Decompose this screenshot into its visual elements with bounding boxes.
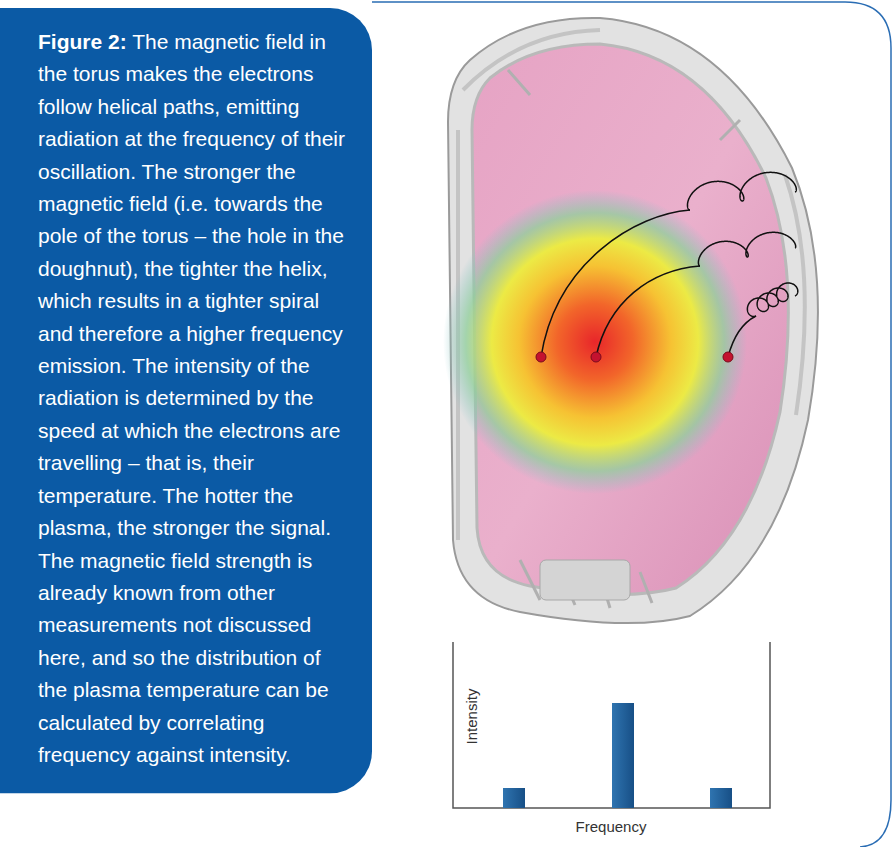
helix [698,232,795,266]
electron [723,352,733,362]
temperature-glow [443,190,747,494]
electron-dots [536,352,733,362]
bar [503,788,525,808]
divertor [540,560,630,600]
electron-paths [541,172,798,357]
bar [710,788,732,808]
electron [536,352,546,362]
frame-line [372,2,891,847]
helix [747,283,797,317]
tokamak-section [443,18,818,623]
axis-label: Frequency [576,818,647,835]
bar [612,703,634,808]
electron-path [728,316,756,357]
helix [687,172,796,210]
figure-caption: Figure 2: The magnetic field in the toru… [38,26,350,771]
axis-label: Intensity [464,688,481,744]
chart-axes [453,642,770,808]
spectrum-chart [453,642,770,808]
electron-path [541,210,690,357]
electron [591,352,601,362]
electron-path [596,266,700,357]
caption-panel [0,8,372,793]
